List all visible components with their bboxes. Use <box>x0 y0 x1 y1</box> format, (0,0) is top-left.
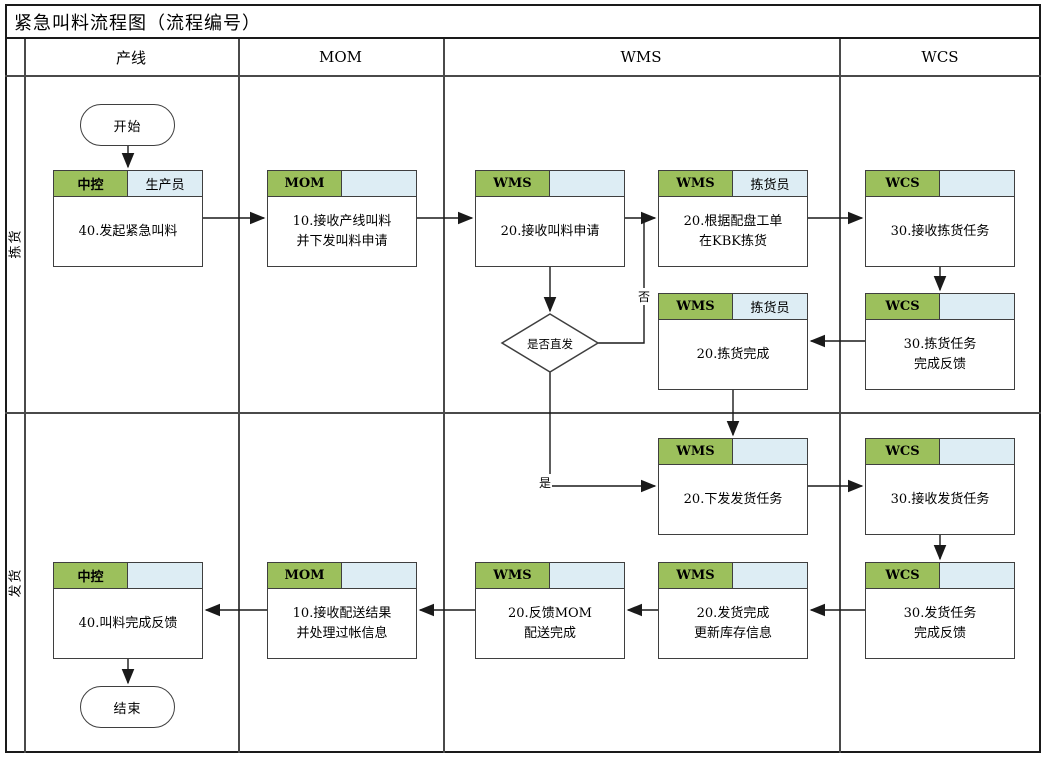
node-role-label <box>940 563 1014 588</box>
node-system-label: 中控 <box>54 563 128 588</box>
node-system-label: 中控 <box>54 171 128 196</box>
node-receive-pick-task: WCS 30.接收拣货任务 <box>865 170 1015 267</box>
node-role-label <box>342 171 416 196</box>
node-system-label: WCS <box>866 563 940 588</box>
node-role-label: 生产员 <box>128 171 202 196</box>
node-system-label: MOM <box>268 171 342 196</box>
node-text: 40.发起紧急叫料 <box>78 223 178 239</box>
node-text: 20.根据配盘工单 在KBK拣货 <box>683 214 783 249</box>
node-system-label: MOM <box>268 563 342 588</box>
node-system-label: WMS <box>659 563 733 588</box>
node-ship-complete-update-stock: WMS 20.发货完成 更新库存信息 <box>658 562 808 659</box>
grid-hline-header <box>5 75 1041 77</box>
node-role-label <box>128 563 202 588</box>
grid-vline-3 <box>839 39 841 753</box>
node-pick-task-feedback: WCS 30.拣货任务 完成反馈 <box>865 293 1015 390</box>
node-receive-line-call: MOM 10.接收产线叫料 并下发叫料申请 <box>267 170 417 267</box>
grid-vline-lanelabel <box>24 39 26 753</box>
node-text: 30.拣货任务 完成反馈 <box>903 337 977 372</box>
node-system-label: WMS <box>476 171 550 196</box>
node-system-label: WMS <box>476 563 550 588</box>
end-terminator: 结束 <box>80 686 175 728</box>
node-text: 30.接收发货任务 <box>890 491 990 507</box>
node-text: 10.接收产线叫料 并下发叫料申请 <box>292 214 392 249</box>
node-feedback-mom-delivery: WMS 20.反馈MOM 配送完成 <box>475 562 625 659</box>
node-role-label <box>940 294 1014 319</box>
column-header-mom: MOM <box>318 48 362 66</box>
grid-hline-lane-divider <box>5 412 1041 414</box>
node-text: 20.下发发货任务 <box>683 491 783 507</box>
column-header-wcs: WCS <box>921 48 959 66</box>
branch-label-no: 否 <box>637 288 652 305</box>
node-system-label: WMS <box>659 439 733 464</box>
title-divider <box>5 37 1041 39</box>
lane-label-shipping: 发货 <box>8 567 24 598</box>
node-system-label: WCS <box>866 171 940 196</box>
start-terminator: 开始 <box>80 104 175 146</box>
column-header-production-line: 产线 <box>115 48 146 67</box>
node-issue-ship-task: WMS 20.下发发货任务 <box>658 438 808 535</box>
node-text: 30.发货任务 完成反馈 <box>903 606 977 641</box>
grid-vline-2 <box>443 39 445 753</box>
node-call-complete-feedback: 中控 40.叫料完成反馈 <box>53 562 203 659</box>
node-role-label: 拣货员 <box>733 294 807 319</box>
node-system-label: WCS <box>866 294 940 319</box>
node-text: 20.发货完成 更新库存信息 <box>693 606 772 641</box>
node-text: 40.叫料完成反馈 <box>78 615 178 631</box>
outer-border <box>5 4 1041 753</box>
node-system-label: WCS <box>866 439 940 464</box>
node-role-label <box>940 439 1014 464</box>
node-role-label <box>940 171 1014 196</box>
node-system-label: WMS <box>659 294 733 319</box>
node-text: 20.反馈MOM 配送完成 <box>508 606 592 641</box>
node-role-label: 拣货员 <box>733 171 807 196</box>
node-role-label <box>733 563 807 588</box>
node-receive-ship-task: WCS 30.接收发货任务 <box>865 438 1015 535</box>
node-text: 30.接收拣货任务 <box>890 223 990 239</box>
node-role-label <box>550 171 624 196</box>
branch-label-yes: 是 <box>538 474 553 491</box>
node-role-label <box>733 439 807 464</box>
node-text: 20.接收叫料申请 <box>500 223 600 239</box>
node-role-label <box>550 563 624 588</box>
node-text: 10.接收配送结果 并处理过帐信息 <box>292 606 392 641</box>
column-header-wms: WMS <box>620 48 662 66</box>
node-receive-call-request: WMS 20.接收叫料申请 <box>475 170 625 267</box>
page-title: 紧急叫料流程图（流程编号） <box>14 13 261 34</box>
decision-label: 是否直发 <box>527 337 573 351</box>
node-ship-task-feedback: WCS 30.发货任务 完成反馈 <box>865 562 1015 659</box>
lane-label-picking: 拣货 <box>8 228 24 259</box>
node-receive-delivery-result: MOM 10.接收配送结果 并处理过帐信息 <box>267 562 417 659</box>
node-system-label: WMS <box>659 171 733 196</box>
node-initiate-urgent-call: 中控生产员 40.发起紧急叫料 <box>53 170 203 267</box>
grid-vline-1 <box>238 39 240 753</box>
node-role-label <box>342 563 416 588</box>
node-text: 20.拣货完成 <box>696 346 770 362</box>
